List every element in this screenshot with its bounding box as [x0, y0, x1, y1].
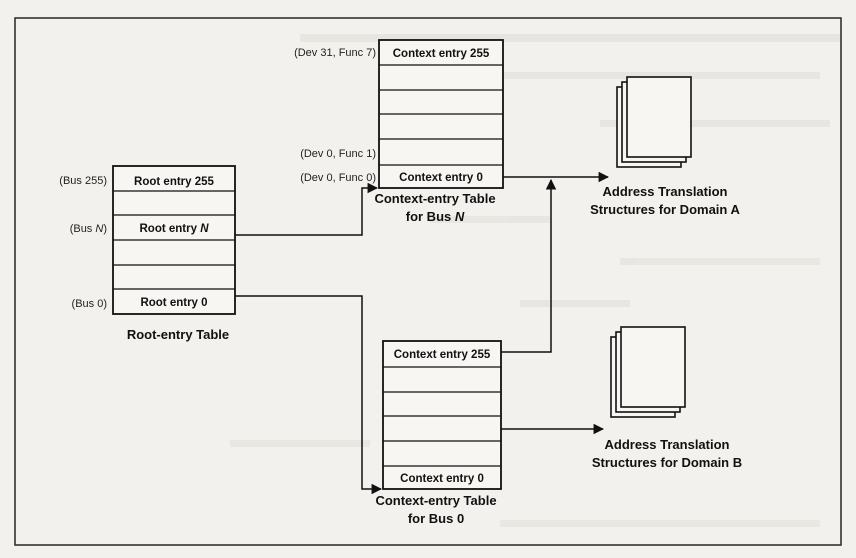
label-bus-n: (Bus N) — [70, 223, 107, 235]
context-table-bus-n: Context entry 255 Context entry 0 (Dev 3… — [294, 39, 504, 224]
domain-b-caption-line2: Structures for Domain B — [592, 455, 742, 470]
arrow-ctx-0-255-to-domain-a — [501, 178, 557, 353]
context-n-entry-0: Context entry 0 — [399, 172, 483, 184]
root-table-caption: Root-entry Table — [127, 327, 229, 342]
context-n-caption-line1: Context-entry Table — [374, 191, 495, 206]
domain-a-structures-icon: Address Translation Structures for Domai… — [590, 76, 740, 217]
root-entry-0: Root entry 0 — [140, 297, 207, 309]
connectors — [235, 171, 610, 495]
context-table-bus-0: Context entry 255 Context entry 0 Contex… — [375, 340, 502, 526]
root-entry-table: Root entry 255 Root entry N Root entry 0… — [59, 165, 236, 342]
context-0-caption-line1: Context-entry Table — [375, 493, 496, 508]
context-0-entry-255: Context entry 255 — [394, 349, 491, 361]
domain-b-caption-line1: Address Translation — [605, 437, 730, 452]
domain-a-caption-line2: Structures for Domain A — [590, 202, 740, 217]
arrow-root-0-to-ctx-0 — [235, 295, 383, 495]
arrow-root-n-to-ctx-n — [235, 182, 379, 236]
root-entry-n: Root entry N — [139, 223, 209, 235]
label-bus-0: (Bus 0) — [72, 298, 107, 310]
domain-a-caption-line1: Address Translation — [603, 184, 728, 199]
label-dev31-func7: (Dev 31, Func 7) — [294, 47, 376, 59]
figure-frame — [14, 17, 842, 546]
bleed-through-text — [230, 34, 840, 527]
context-0-caption-line2: for Bus 0 — [408, 511, 464, 526]
root-entry-255: Root entry 255 — [134, 176, 214, 188]
context-n-caption-line2: for Bus N — [406, 209, 465, 224]
context-0-entry-0: Context entry 0 — [400, 473, 484, 485]
label-bus-255: (Bus 255) — [59, 175, 107, 187]
context-n-entry-255: Context entry 255 — [393, 48, 490, 60]
domain-b-structures-icon: Address Translation Structures for Domai… — [592, 326, 742, 470]
label-dev0-func1: (Dev 0, Func 1) — [300, 148, 376, 160]
label-dev0-func0: (Dev 0, Func 0) — [300, 172, 376, 184]
